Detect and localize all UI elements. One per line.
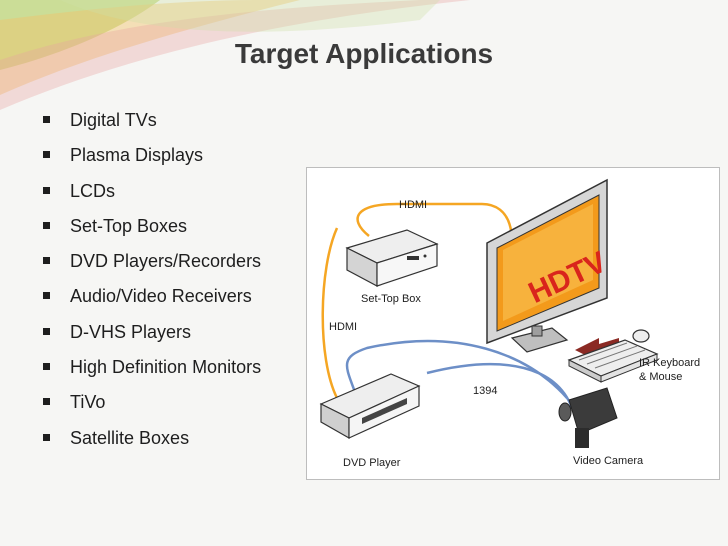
bullet-item: Satellite Boxes: [40, 426, 261, 461]
connectivity-diagram: HDTV HDMI HDMI Set-Top: [306, 167, 720, 480]
bullet-square-icon: [43, 433, 50, 441]
label-ir-mouse: & Mouse: [639, 371, 682, 383]
bullet-text: TiVo: [70, 392, 106, 413]
mouse-icon: [632, 329, 650, 343]
label-ir-keyboard: IR Keyboard: [639, 357, 700, 369]
bullet-square-icon: [43, 151, 50, 159]
background-swoosh: [0, 0, 470, 110]
bullet-item: Plasma Displays: [40, 143, 261, 178]
bullet-text: LCDs: [70, 180, 116, 201]
dvd-player-icon: [319, 373, 421, 440]
label-1394: 1394: [473, 385, 497, 397]
bullet-text: Audio/Video Receivers: [70, 286, 252, 307]
label-dvd-player: DVD Player: [343, 457, 401, 469]
bullet-item: Audio/Video Receivers: [40, 284, 261, 319]
bullet-text: DVD Players/Recorders: [70, 251, 262, 272]
bullet-text: Satellite Boxes: [70, 427, 190, 448]
slide-title: Target Applications: [234, 38, 494, 69]
bullet-text: Set-Top Boxes: [70, 215, 188, 236]
bullet-item: Digital TVs: [40, 108, 261, 143]
ir-keyboard-icon: [567, 339, 659, 383]
bullet-item: D-VHS Players: [40, 320, 261, 355]
bullet-square-icon: [43, 257, 50, 265]
bullet-item: Set-Top Boxes: [40, 214, 261, 249]
bullet-item: High Definition Monitors: [40, 355, 261, 390]
hdtv-icon: HDTV: [486, 178, 612, 353]
label-hdmi-top: HDMI: [399, 199, 427, 211]
bullet-item: LCDs: [40, 179, 261, 214]
bullet-item: DVD Players/Recorders: [40, 249, 261, 284]
bullet-square-icon: [43, 327, 50, 335]
bullet-square-icon: [43, 221, 50, 229]
set-top-box-icon: [345, 229, 439, 287]
bullet-square-icon: [43, 186, 50, 194]
bullet-text: Plasma Displays: [70, 145, 204, 166]
diagram-svg: HDTV HDMI HDMI Set-Top: [319, 178, 700, 469]
label-set-top-box: Set-Top Box: [361, 293, 421, 305]
label-video-camera: Video Camera: [573, 455, 644, 467]
bullet-square-icon: [43, 116, 50, 123]
firewire-cable-dvd: [345, 339, 568, 399]
firewire-cable-camera: [426, 362, 574, 409]
bullet-text: Digital TVs: [70, 110, 157, 130]
bullet-square-icon: [43, 398, 50, 406]
hdmi-cable-dvd: [321, 227, 339, 399]
video-camera-icon: [558, 387, 618, 448]
bullet-square-icon: [43, 363, 50, 371]
bullet-text: High Definition Monitors: [70, 357, 262, 378]
label-hdmi-left: HDMI: [329, 321, 357, 333]
bullet-text: D-VHS Players: [70, 321, 192, 342]
bullet-square-icon: [43, 292, 50, 300]
bullet-list: Digital TVs Plasma Displays LCDs Set-Top…: [40, 108, 261, 461]
bullet-item: TiVo: [40, 390, 261, 425]
